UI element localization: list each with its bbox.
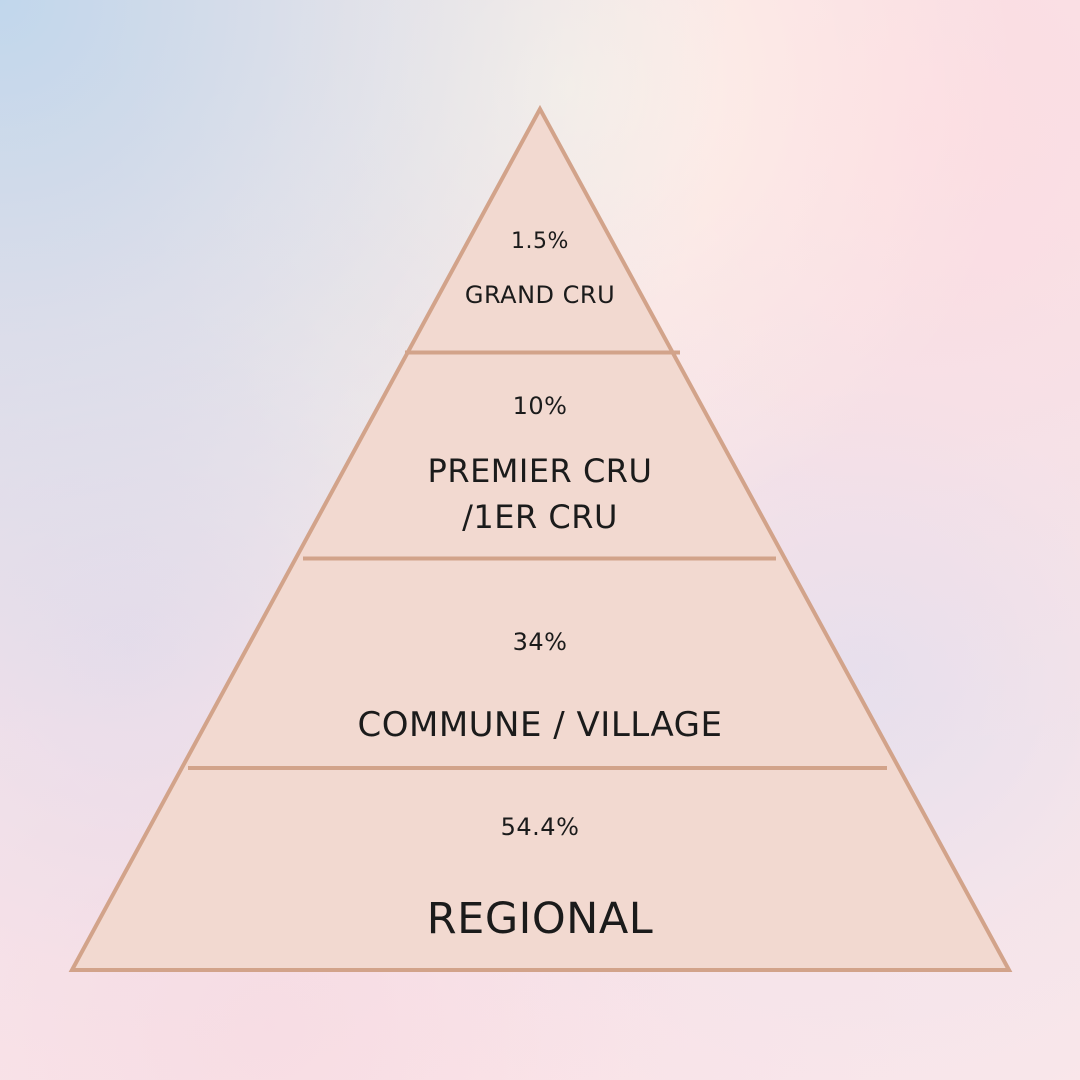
tier-3-percent: 34% <box>512 628 568 656</box>
tier-1-label: GRAND CRU <box>464 281 616 309</box>
tier-4-label: REGIONAL <box>426 894 654 944</box>
tier-3-label: COMMUNE / VILLAGE <box>357 705 723 745</box>
tier-2-label: PREMIER CRU /1ER CRU <box>427 452 653 537</box>
tier-4-percent: 54.4% <box>500 813 580 841</box>
tier-2-percent: 10% <box>512 392 568 420</box>
tier-1-percent: 1.5% <box>511 229 569 254</box>
pyramid-outline <box>68 104 1013 972</box>
